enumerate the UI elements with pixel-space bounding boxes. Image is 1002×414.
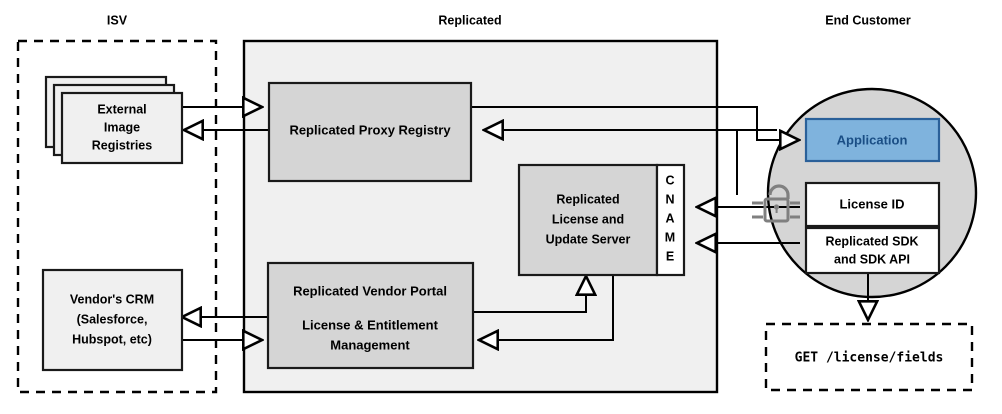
connection-licenseserver-to-vendorportal [479,273,614,340]
node-vendors-crm[interactable]: Vendor's CRM (Salesforce, Hubspot, etc) [41,268,184,372]
node-replicated-proxy-registry[interactable]: Replicated Proxy Registry [267,81,473,183]
connection-vendorportal-to-licenseserver [472,276,586,313]
api-request-label: GET /license/fields [795,351,944,366]
vendors-crm-label-line-1: Vendor's CRM [70,292,154,306]
api-request-box [764,322,974,392]
replicated-sdk-box [804,226,941,275]
license-update-server-box [517,163,659,277]
registries-label-line-2: Image [104,120,140,134]
license-update-server-label-line-1: Replicated [556,192,619,206]
cname-letter-n: N [665,192,674,206]
vendors-crm-label-line-2: (Salesforce, [77,312,148,326]
zone-title-end-customer: End Customer [825,13,911,27]
application-label: Application [837,132,908,147]
zone-title-isv: ISV [107,13,128,27]
cname-letter-e: E [666,249,674,263]
replicated-sdk-label-line-1: Replicated SDK [825,234,918,248]
proxy-registry-box [267,81,473,183]
unlocked-padlock-icon [752,184,800,223]
license-id-box [804,181,941,228]
registry-stack-front [60,91,184,165]
registries-label-line-1: External [97,102,146,116]
node-license-id[interactable]: License ID [804,181,941,228]
vendors-crm-label-line-3: Hubspot, etc) [72,332,152,346]
registries-label-line-3: Registries [92,138,152,152]
node-replicated-sdk[interactable]: Replicated SDK and SDK API [804,226,941,275]
license-update-server-label-line-3: Update Server [546,232,631,246]
connection-proxy-to-application [470,106,799,140]
cname-letter-a: A [665,211,674,225]
node-application[interactable]: Application [804,117,941,163]
zone-isv-boundary [16,39,218,394]
application-box [804,117,941,163]
cname-box [655,163,686,277]
cname-letter-m: M [665,230,675,244]
proxy-registry-label: Replicated Proxy Registry [289,122,451,137]
node-cname-column[interactable]: C N A M E [655,163,686,277]
node-api-request[interactable]: GET /license/fields [764,322,974,392]
license-id-label: License ID [839,196,904,211]
node-replicated-vendor-portal[interactable]: Replicated Vendor Portal License & Entit… [266,261,475,370]
replicated-sdk-label-line-2: and SDK API [834,252,910,266]
vendor-portal-label-title: Replicated Vendor Portal [293,283,447,298]
vendor-portal-label-line-3: Management [330,337,410,352]
node-external-image-registries[interactable]: External Image Registries [44,75,184,165]
cname-letter-c: C [665,173,674,187]
vendors-crm-box [41,268,184,372]
vendor-portal-box [266,261,475,370]
vendor-portal-label-line-2: License & Entitlement [302,317,438,332]
license-update-server-label-line-2: License and [552,212,624,226]
zone-title-replicated: Replicated [438,13,501,27]
node-replicated-license-and-update-server[interactable]: Replicated License and Update Server [517,163,659,277]
